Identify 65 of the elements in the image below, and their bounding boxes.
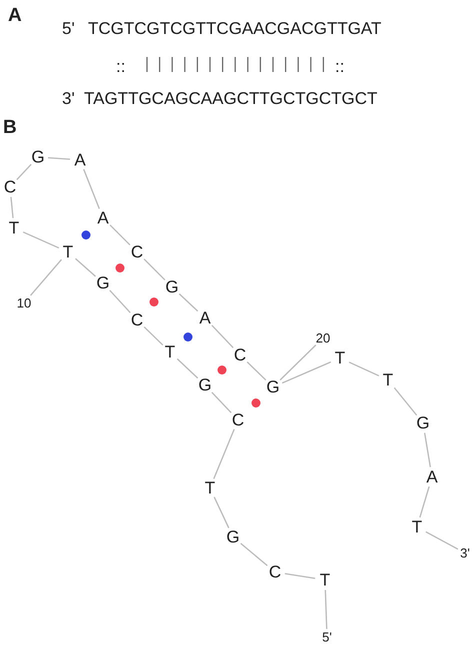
nucleotide-label: A [199, 310, 211, 326]
backbone-line [10, 196, 14, 218]
nucleotide-label: T [334, 350, 346, 366]
panel-label: A [8, 6, 22, 25]
backbone-line [419, 486, 430, 518]
backbone-line [178, 293, 198, 312]
backbone-line [16, 164, 32, 180]
backbone-line [282, 361, 332, 384]
leader-line [30, 259, 62, 296]
backbone-line [75, 258, 96, 277]
leader-line [280, 344, 316, 380]
nucleotide-label: C [234, 346, 246, 364]
backbone-line [425, 531, 458, 550]
nucleotide-label: T [320, 572, 330, 588]
nucleotide-label: T [8, 220, 20, 236]
nucleotide-label: C [4, 178, 16, 196]
strand-end-label: 5' [62, 20, 75, 37]
pair-marks: :: [335, 58, 344, 75]
nucleotide-label: G [31, 148, 45, 166]
backbone-line [348, 362, 380, 376]
backbone-line [211, 392, 232, 414]
strand-end-label: 5' [322, 630, 332, 644]
backbone-line [246, 362, 266, 380]
nucleotide-label: G [226, 528, 240, 546]
nucleotide-label: A [426, 468, 438, 486]
panel-label: B [3, 118, 17, 137]
strand-end-label: 3' [460, 546, 470, 560]
nucleotide-label: G [96, 274, 110, 292]
backbone-line [109, 290, 131, 314]
nucleotide-label: A [74, 152, 86, 168]
sequence-text: TAGTTGCAGCAAGCTTGCTGCTGCT [84, 90, 378, 107]
nucleotide-label: G [266, 378, 280, 396]
backbone-line [394, 387, 418, 416]
backbone-line [324, 590, 328, 630]
position-number: 10 [16, 296, 32, 310]
nucleotide-label: T [412, 518, 422, 536]
backbone-line [83, 169, 100, 209]
nucleotide-label: T [164, 344, 176, 360]
backbone-line [110, 224, 130, 246]
nucleotide-label: G [198, 376, 212, 394]
backbone-line [240, 542, 268, 566]
backbone-line [144, 326, 164, 346]
strand-end-label: 3' [62, 90, 75, 107]
nucleotide-label: C [268, 564, 282, 580]
nucleotide-label: C [232, 412, 244, 428]
position-number: 20 [316, 332, 330, 344]
nucleotide-label: T [204, 480, 216, 496]
backbone-line [176, 358, 198, 379]
backbone-line [22, 231, 60, 249]
nucleotide-label: G [165, 278, 179, 296]
backbone-line [214, 496, 230, 528]
nucleotide-label: A [97, 210, 109, 226]
sequence-text: TCGTCGTCGTTCGAACGACGTTGAT [88, 20, 382, 37]
backbone-line [48, 157, 70, 160]
backbone-line [144, 258, 166, 280]
nucleotide-label: C [130, 244, 144, 260]
nucleotide-label: C [130, 312, 144, 328]
nucleotide-label: T [62, 244, 74, 260]
backbone-line [284, 572, 316, 580]
backbone-line [211, 324, 234, 348]
nucleotide-label: T [382, 372, 394, 388]
backbone-line [424, 432, 431, 468]
backbone-line [213, 429, 235, 479]
nucleotide-label: G [416, 414, 430, 432]
pair-marks: :: [116, 58, 126, 75]
